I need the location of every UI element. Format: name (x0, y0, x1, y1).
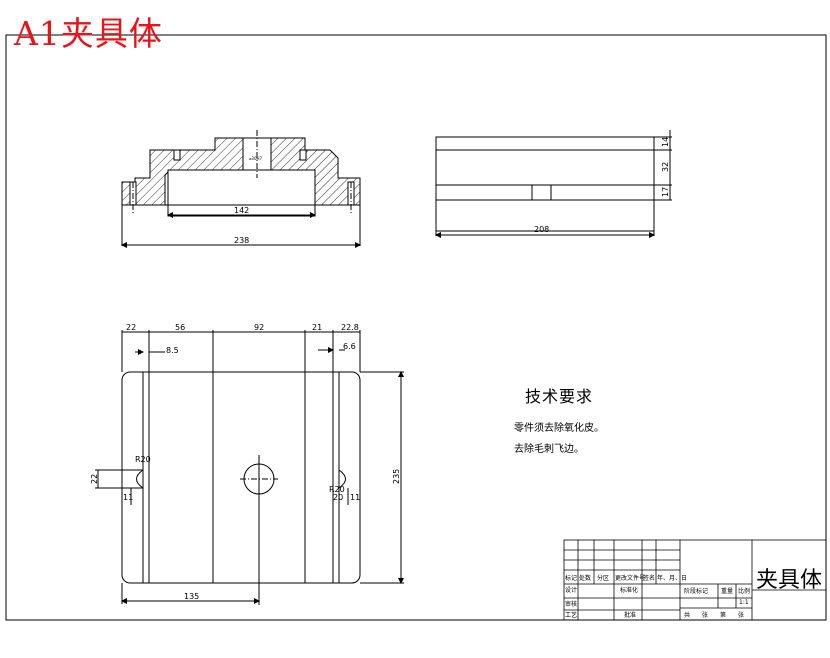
tb-rev-3: 分区 (597, 574, 609, 582)
dim-17: 17 (661, 187, 670, 197)
side-view: 208 14 32 17 (435, 130, 672, 238)
dim-238: 238 (234, 236, 249, 245)
dim-11-left: 11 (123, 493, 133, 502)
tb-rev-4: 更改文件号 (615, 574, 645, 582)
tb-row-check: 审核 (565, 600, 577, 608)
tb-row-std: 标准化 (620, 586, 638, 594)
plan-outline (121, 371, 361, 584)
tb-scale-label: 比例 (738, 587, 750, 595)
dim-20: 20 (333, 493, 343, 502)
r20-right: R20 (329, 485, 345, 494)
dim-14: 14 (661, 137, 670, 147)
sheet-title: A1夹具体 (14, 14, 163, 53)
dim-11-right: 11 (350, 493, 360, 502)
side-outline (435, 136, 655, 232)
tb-stage: 阶段标记 (684, 587, 708, 595)
tb-sheet-2: 张 (702, 611, 708, 619)
bore-mark: ⌀30H7 (249, 156, 263, 161)
dim-22-top: 22 (126, 323, 136, 332)
tb-row-design: 设计 (565, 586, 577, 594)
r20-left: R20 (135, 455, 151, 464)
tech-requirement-2: 去除毛刺飞边。 (514, 444, 584, 455)
dim-21: 21 (312, 323, 322, 332)
dim-208: 208 (534, 225, 549, 234)
dim-22-8: 22.8 (341, 323, 359, 332)
drawing-frame (5, 34, 827, 621)
dim-92: 92 (254, 323, 264, 332)
tb-rev-6: 年、月、日 (657, 574, 687, 582)
dim-56: 56 (175, 323, 185, 332)
title-block-text: 标记 处数 分区 更改文件号 签名 年、月、日 设计 标准化 审核 工艺 批准 … (565, 574, 750, 619)
section-view: 142 238 ⌀30H7 (121, 130, 361, 248)
dim-135: 135 (184, 592, 199, 601)
tb-weight: 重量 (721, 587, 733, 595)
tb-row-approve: 批准 (624, 611, 636, 619)
title-block (563, 539, 827, 621)
tb-rev-5: 签名 (643, 574, 655, 582)
dim-6-6: 6.6 (343, 342, 356, 351)
tb-sheet-1: 共 (684, 611, 690, 619)
tb-scale-value: 1:1 (739, 599, 749, 606)
dim-32: 32 (661, 162, 670, 172)
tb-sheet-4: 张 (738, 611, 744, 619)
part-name: 夹具体 (756, 568, 823, 593)
tech-requirements-heading: 技术要求 (525, 387, 594, 406)
dim-235: 235 (392, 469, 401, 484)
tb-rev-1: 标记 (565, 574, 577, 582)
plan-view: 22 56 92 21 22.8 8.5 6.6 22 R20 11 R20 2… (90, 323, 404, 605)
tb-rev-2: 处数 (579, 574, 591, 582)
dim-8-5: 8.5 (166, 346, 179, 355)
dim-22-left: 22 (90, 474, 99, 484)
slot-left (173, 149, 181, 161)
tech-requirement-1: 零件须去除氧化皮。 (514, 423, 604, 434)
tb-row-proc: 工艺 (565, 611, 577, 619)
tb-sheet-3: 第 (720, 611, 726, 619)
cavity (167, 169, 316, 217)
dim-142: 142 (234, 206, 249, 215)
slot-right (299, 149, 307, 161)
title-block-frame (563, 539, 827, 621)
